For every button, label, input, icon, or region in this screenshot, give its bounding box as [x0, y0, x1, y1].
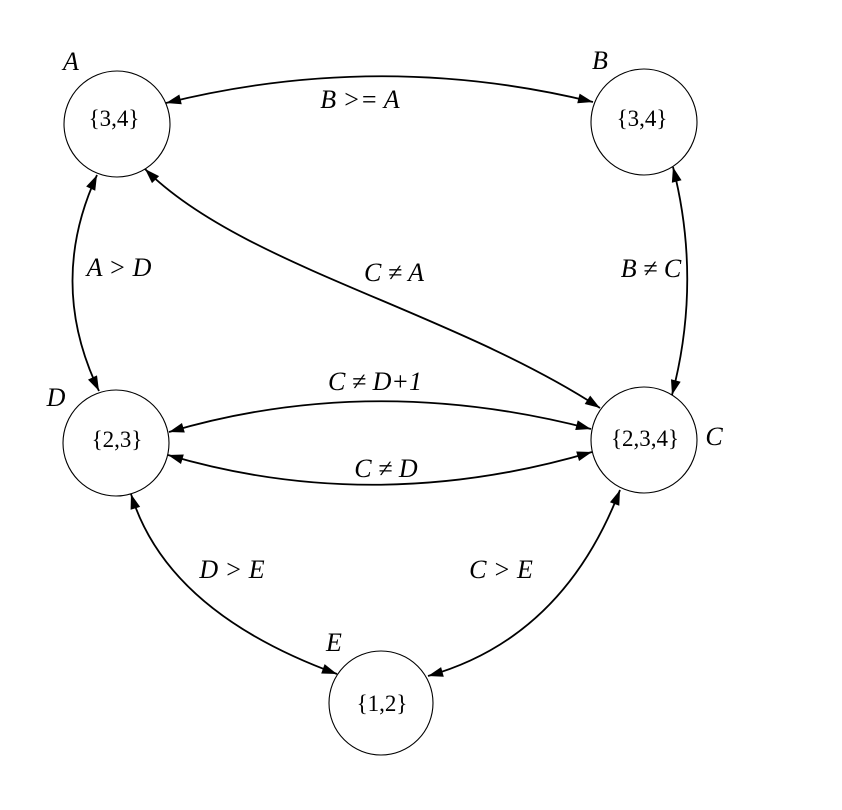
node-A-letter: A	[61, 47, 79, 76]
node-A-circle	[63, 70, 171, 178]
edge-c-d-arc	[167, 451, 593, 486]
edge-a-d: A > D	[71, 174, 152, 392]
node-E-letter: E	[325, 628, 342, 657]
edge-a-b-arc	[165, 75, 594, 105]
edge-c-d-plus-1: C ≠ D+1	[168, 367, 592, 433]
edge-label-b-c: B ≠ C	[621, 254, 682, 283]
edge-c-d: C ≠ D	[167, 451, 593, 486]
node-C-domain: {2,3,4}	[611, 426, 679, 451]
edge-label-a-d: A > D	[85, 253, 152, 282]
node-C: C {2,3,4}	[590, 386, 723, 494]
edge-label-c-d: C ≠ D	[354, 454, 418, 483]
edge-b-c: B ≠ C	[621, 166, 689, 396]
node-A-domain: {3,4}	[89, 106, 140, 131]
node-E-domain: {1,2}	[357, 691, 408, 716]
edge-c-a-arc	[144, 168, 601, 409]
node-A: A {3,4}	[61, 47, 171, 178]
node-E-circle	[328, 650, 434, 756]
edge-d-e: D > E	[130, 493, 338, 675]
edge-label-a-b: B >= A	[320, 85, 400, 114]
edge-c-d-plus-1-arc	[168, 400, 592, 433]
node-B-circle	[590, 68, 698, 176]
node-C-letter: C	[705, 422, 723, 451]
edge-a-b: B >= A	[165, 75, 594, 114]
edge-c-e: C > E	[427, 489, 621, 677]
edge-b-c-arc	[670, 166, 689, 396]
node-B: B {3,4}	[590, 46, 698, 176]
edge-c-e-arc	[427, 489, 621, 677]
edge-label-c-a: C ≠ A	[364, 258, 424, 287]
edge-label-c-e: C > E	[469, 555, 533, 584]
node-D: D {2,3}	[46, 383, 170, 497]
node-C-circle	[590, 386, 698, 494]
node-B-letter: B	[592, 46, 608, 75]
edge-a-d-arc	[71, 174, 100, 392]
node-E: E {1,2}	[325, 628, 434, 756]
node-D-domain: {2,3}	[92, 427, 143, 452]
node-D-letter: D	[46, 383, 66, 412]
edge-label-d-e: D > E	[198, 555, 264, 584]
edge-d-e-arc	[130, 493, 338, 675]
edge-c-a: C ≠ A	[144, 168, 601, 409]
node-B-domain: {3,4}	[617, 106, 668, 131]
edge-label-c-d-plus-1: C ≠ D+1	[328, 367, 422, 396]
node-D-circle	[62, 389, 170, 497]
